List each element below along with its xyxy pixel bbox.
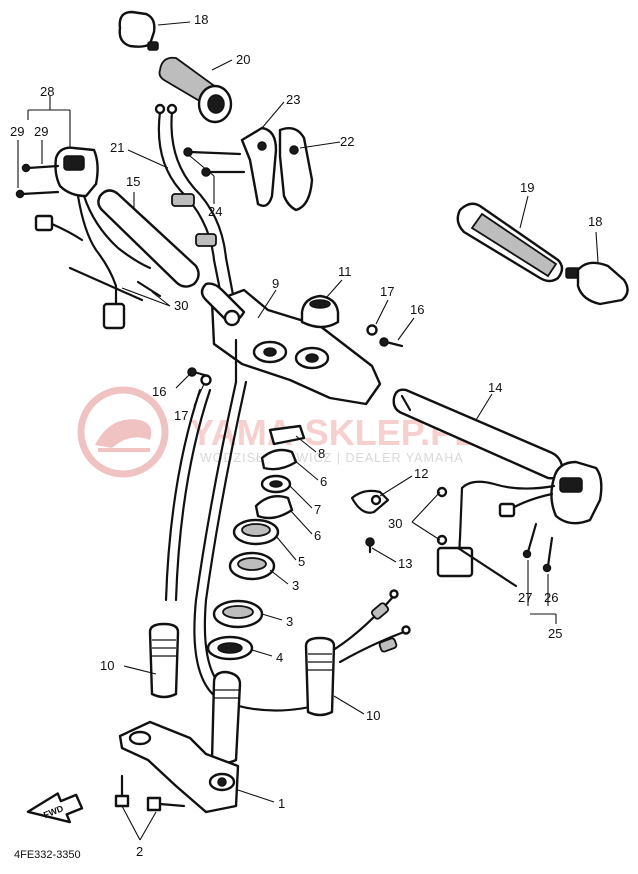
callout-19: 19 bbox=[520, 180, 534, 195]
clutch-brake-cable-loop bbox=[164, 338, 411, 712]
callout-labels: 18 20 28 29 29 23 22 21 15 24 19 18 9 11… bbox=[10, 12, 602, 859]
washer-17-lower bbox=[200, 374, 212, 386]
throttle-housing-lower bbox=[278, 127, 314, 212]
cable-clip-12 bbox=[350, 489, 390, 514]
callout-22: 22 bbox=[340, 134, 354, 149]
callout-7: 7 bbox=[314, 502, 321, 517]
callout-20: 20 bbox=[236, 52, 250, 67]
left-grip bbox=[158, 56, 233, 124]
callout-3-lower: 3 bbox=[286, 614, 293, 629]
callout-18-left: 18 bbox=[194, 12, 208, 27]
steering-stem-hardware bbox=[206, 424, 306, 661]
fork-tube-cover-left bbox=[148, 622, 180, 699]
callout-13: 13 bbox=[398, 556, 412, 571]
reference-code: 4FE332-3350 bbox=[14, 849, 81, 861]
throttle-housing-upper bbox=[240, 126, 278, 207]
callout-10-right: 10 bbox=[366, 708, 380, 723]
callout-6-lower: 6 bbox=[314, 528, 321, 543]
left-handlebar-switch bbox=[15, 146, 99, 199]
bolt-16-upper bbox=[379, 337, 404, 348]
callout-23: 23 bbox=[286, 92, 300, 107]
fwd-direction-arrow-icon: FWD bbox=[26, 792, 84, 824]
callout-18-right: 18 bbox=[588, 214, 602, 229]
screw-13 bbox=[365, 537, 375, 554]
callout-17-lower: 17 bbox=[174, 408, 188, 423]
watermark-sub-text: WODZISŁAWOWICZ | DEALER YAMAHA bbox=[200, 451, 464, 465]
left-switch-wiring bbox=[34, 194, 162, 330]
fork-tube-cover-right bbox=[304, 636, 336, 717]
callout-29-outer: 29 bbox=[10, 124, 24, 139]
callout-2: 2 bbox=[136, 844, 143, 859]
right-switch-wiring bbox=[436, 480, 556, 588]
callout-27: 27 bbox=[518, 590, 532, 605]
callout-30-right: 30 bbox=[388, 516, 402, 531]
callout-16-upper: 16 bbox=[410, 302, 424, 317]
right-grip bbox=[456, 202, 564, 283]
callout-11: 11 bbox=[338, 264, 352, 279]
callout-6-upper: 6 bbox=[320, 474, 327, 489]
handlebar-clamp-9 bbox=[200, 282, 382, 406]
callout-9: 9 bbox=[272, 276, 279, 291]
watermark-logo-icon bbox=[77, 386, 169, 478]
callout-30-left: 30 bbox=[174, 298, 188, 313]
callout-29-inner: 29 bbox=[34, 124, 48, 139]
callout-25: 25 bbox=[548, 626, 562, 641]
right-handlebar-switch bbox=[522, 460, 603, 573]
screws-24 bbox=[183, 147, 246, 177]
washer-17-upper bbox=[366, 324, 378, 336]
callout-28: 28 bbox=[40, 84, 54, 99]
throttle-cables bbox=[154, 103, 236, 302]
callout-17-upper: 17 bbox=[380, 284, 394, 299]
callout-1: 1 bbox=[278, 796, 285, 811]
callout-15: 15 bbox=[126, 174, 140, 189]
callout-4: 4 bbox=[276, 650, 283, 665]
bar-end-weight-left bbox=[118, 10, 159, 51]
bar-end-weight-right bbox=[565, 261, 629, 306]
choke-cable-tube bbox=[97, 189, 200, 288]
callout-16-lower: 16 bbox=[152, 384, 166, 399]
callout-10-left: 10 bbox=[100, 658, 114, 673]
callout-8: 8 bbox=[318, 446, 325, 461]
lower-bracket-stem-1 bbox=[118, 670, 242, 814]
callout-14: 14 bbox=[488, 380, 502, 395]
callout-26: 26 bbox=[544, 590, 558, 605]
leader-lines bbox=[17, 21, 599, 841]
callout-5: 5 bbox=[298, 554, 305, 569]
cap-nut-11 bbox=[300, 294, 340, 329]
callout-3-upper: 3 bbox=[292, 578, 299, 593]
callout-12: 12 bbox=[414, 466, 428, 481]
pinch-bolts-2 bbox=[114, 774, 186, 812]
callout-21: 21 bbox=[110, 140, 124, 155]
callout-24: 24 bbox=[208, 204, 222, 219]
